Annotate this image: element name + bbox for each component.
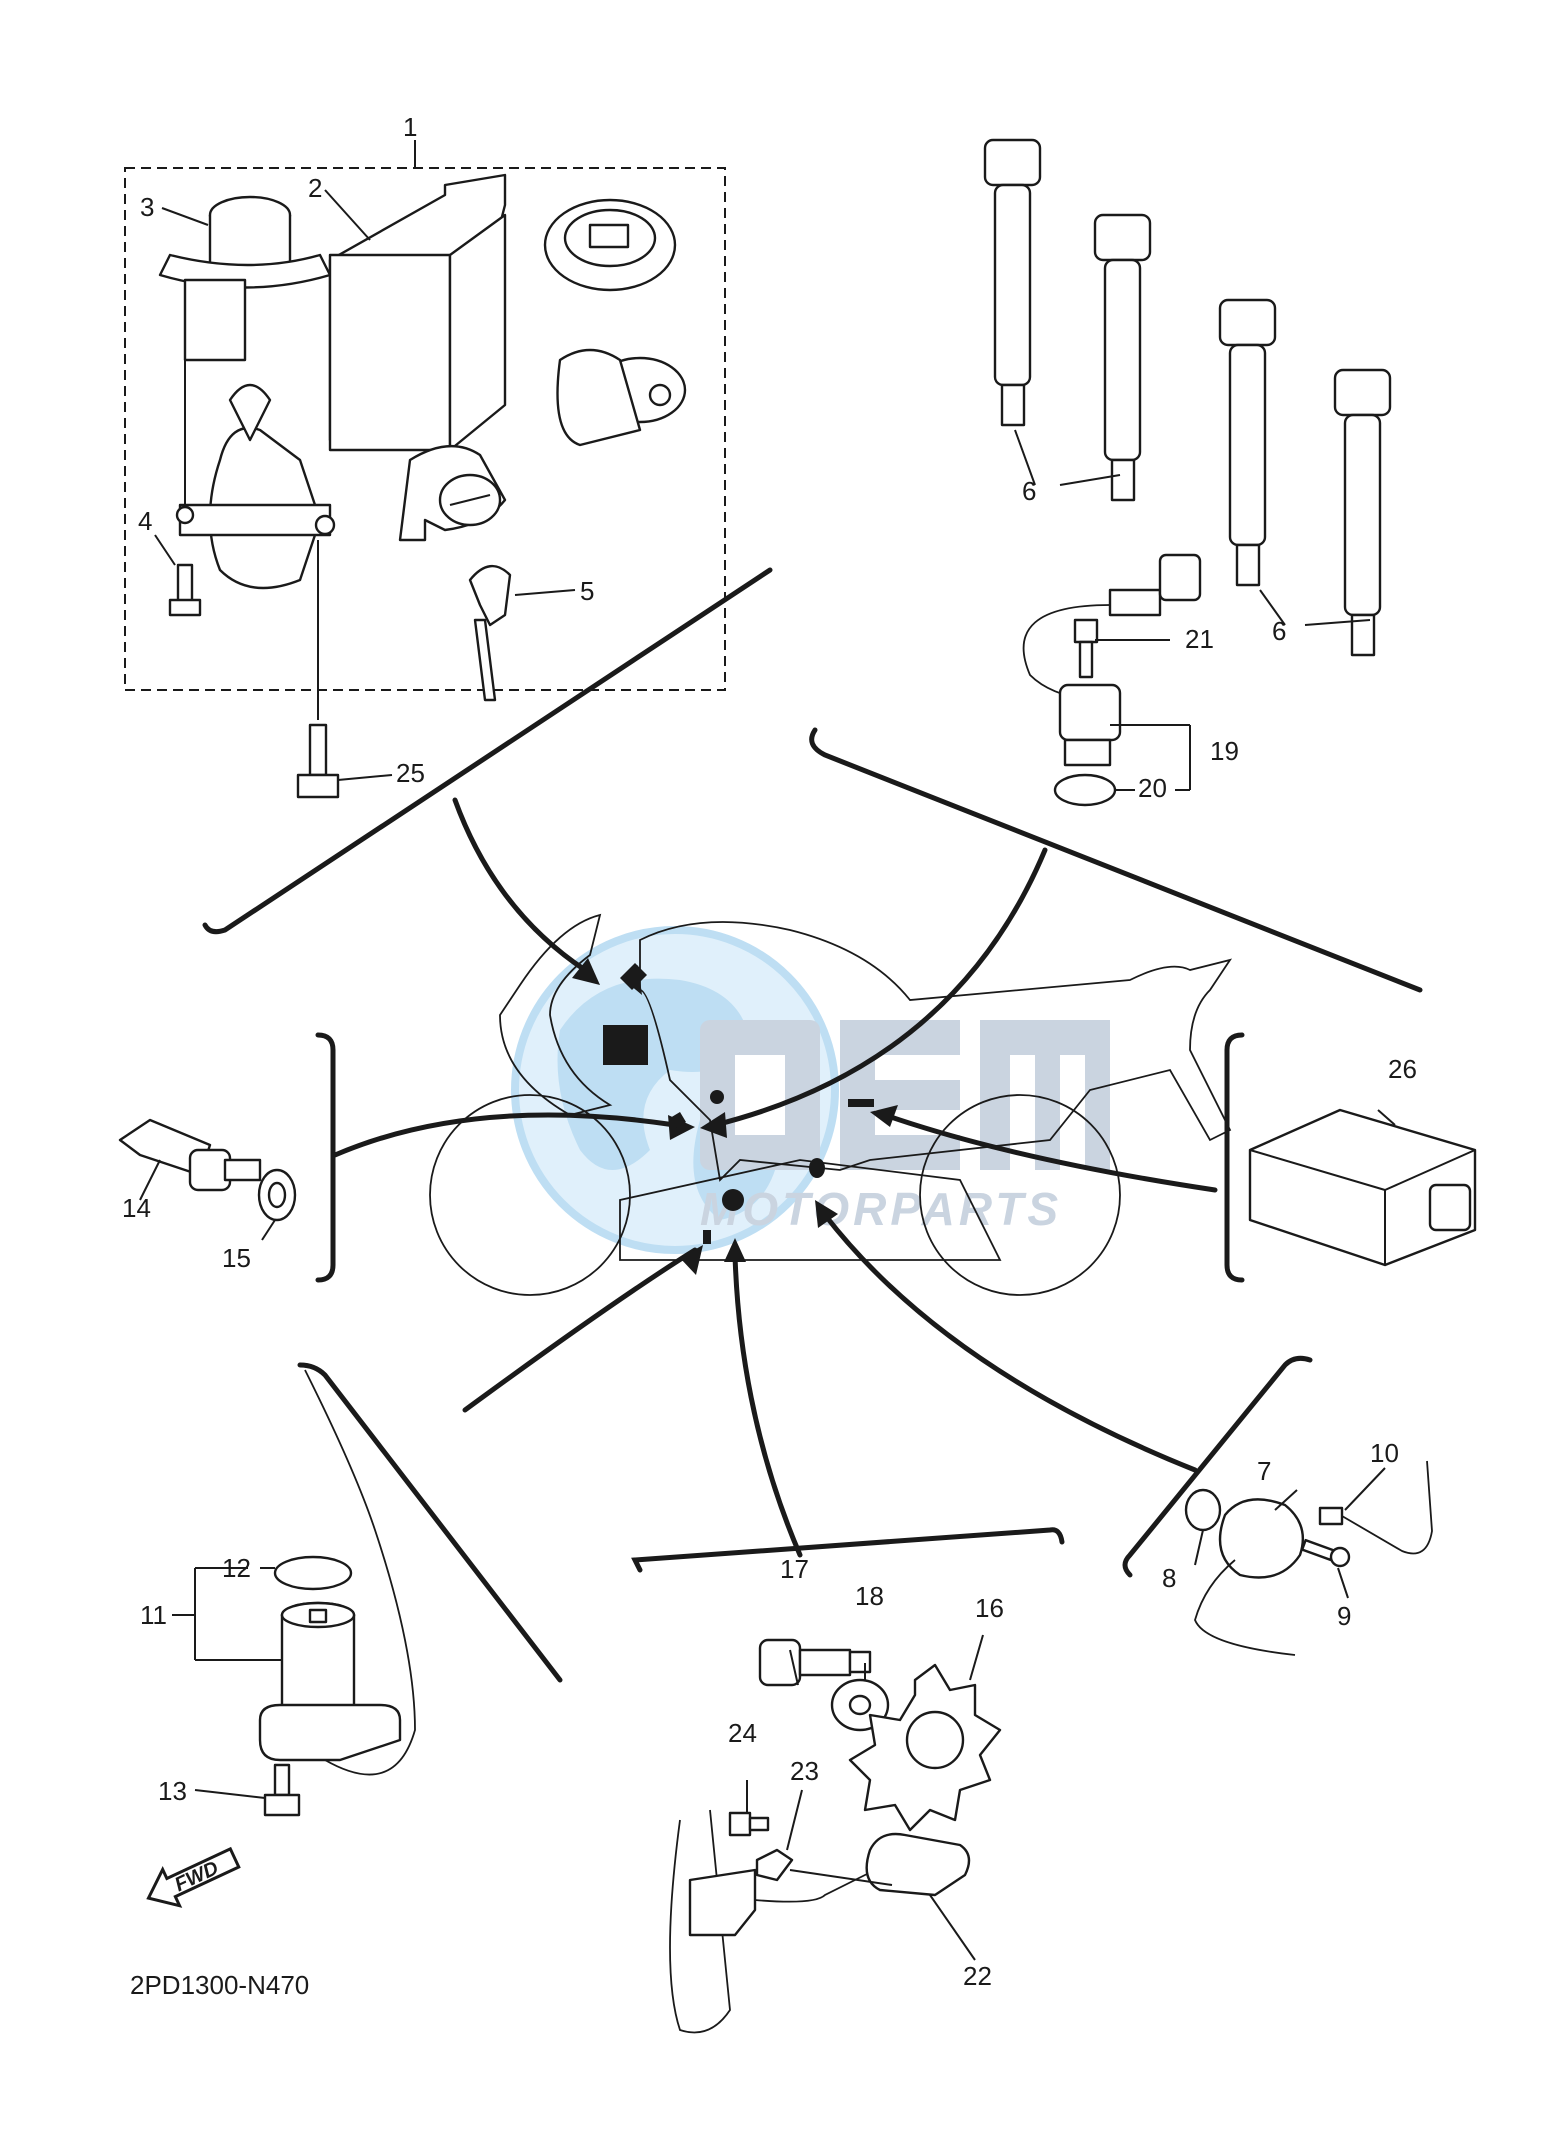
callout-1: 1 bbox=[403, 112, 417, 142]
helmet-lock-part[interactable] bbox=[398, 444, 507, 542]
screw-part-21[interactable] bbox=[1073, 618, 1099, 679]
fuel-cap-part[interactable] bbox=[543, 198, 677, 292]
leader-arrows bbox=[332, 797, 1218, 1558]
callout-numbers: 1 2 3 4 5 6 6 7 8 9 10 11 12 13 14 15 16… bbox=[122, 112, 1417, 1991]
callout-24: 24 bbox=[728, 1718, 757, 1748]
motorcycle-silhouette bbox=[429, 913, 1233, 1296]
callout-23: 23 bbox=[790, 1756, 819, 1786]
callout-15: 15 bbox=[222, 1243, 251, 1273]
callout-25: 25 bbox=[396, 758, 425, 788]
bolt-part-25[interactable] bbox=[296, 540, 340, 799]
callout-2: 2 bbox=[308, 173, 322, 203]
control-unit-part-26[interactable] bbox=[1248, 1108, 1477, 1267]
gasket-part-8[interactable] bbox=[1184, 1488, 1222, 1532]
group-brackets bbox=[202, 567, 1423, 1683]
coil-1 bbox=[983, 138, 1042, 427]
bolt-part-17[interactable] bbox=[758, 1638, 872, 1687]
solenoid-part-11[interactable] bbox=[258, 1369, 416, 1776]
callout-4: 4 bbox=[138, 506, 152, 536]
fwd-arrow-icon: FWD bbox=[146, 1846, 241, 1908]
sensor-part-22[interactable] bbox=[669, 1809, 971, 2034]
diagram-code: 2PD1300-N470 bbox=[130, 1970, 309, 2000]
callout-14: 14 bbox=[122, 1193, 151, 1223]
seat-lock-part[interactable] bbox=[556, 348, 687, 447]
callout-8: 8 bbox=[1162, 1563, 1176, 1593]
callout-6b: 6 bbox=[1272, 616, 1286, 646]
callout-17: 17 bbox=[780, 1554, 809, 1584]
callout-5: 5 bbox=[580, 576, 594, 606]
bolt-part-13[interactable] bbox=[263, 1763, 301, 1817]
callout-13: 13 bbox=[158, 1776, 187, 1806]
sensor-assembly-19[interactable] bbox=[1022, 553, 1202, 807]
coil-3 bbox=[1218, 298, 1277, 587]
callout-11: 11 bbox=[140, 1600, 167, 1630]
callout-18: 18 bbox=[855, 1581, 884, 1611]
callout-7: 7 bbox=[1257, 1456, 1271, 1486]
key-part[interactable] bbox=[468, 565, 512, 702]
coil-4 bbox=[1333, 368, 1392, 657]
callout-20: 20 bbox=[1138, 773, 1167, 803]
temperature-sensor-part[interactable] bbox=[118, 1118, 262, 1192]
callout-6a: 6 bbox=[1022, 476, 1036, 506]
sprocket-part-16[interactable] bbox=[848, 1663, 1002, 1832]
coil-2 bbox=[1093, 213, 1152, 502]
gasket-part-15[interactable] bbox=[257, 1168, 297, 1222]
bracket-part-23[interactable] bbox=[755, 1848, 794, 1882]
watermark: MOTORPARTS bbox=[511, 926, 1110, 1254]
callout-16: 16 bbox=[975, 1593, 1004, 1623]
callout-19: 19 bbox=[1210, 736, 1239, 766]
watermark-logo bbox=[700, 1020, 1110, 1170]
ignition-kit-group bbox=[124, 140, 726, 702]
clamp-part-10[interactable] bbox=[1318, 1460, 1433, 1555]
main-switch-part[interactable] bbox=[158, 195, 336, 590]
ignition-coils[interactable] bbox=[983, 138, 1392, 657]
watermark-subtext: MOTORPARTS bbox=[700, 1183, 1062, 1235]
callout-21: 21 bbox=[1185, 624, 1214, 654]
callout-26: 26 bbox=[1388, 1054, 1417, 1084]
ecu-part[interactable] bbox=[328, 173, 507, 452]
pickup-coil-part-7[interactable] bbox=[1194, 1498, 1305, 1656]
screw-part-9[interactable] bbox=[1300, 1538, 1351, 1568]
callout-22: 22 bbox=[963, 1961, 992, 1991]
screw-part-24[interactable] bbox=[728, 1811, 770, 1837]
screw-part-4[interactable] bbox=[168, 563, 202, 617]
callout-12: 12 bbox=[222, 1553, 251, 1583]
callout-10: 10 bbox=[1370, 1438, 1399, 1468]
callout-3: 3 bbox=[140, 192, 154, 222]
callout-9: 9 bbox=[1337, 1601, 1351, 1631]
